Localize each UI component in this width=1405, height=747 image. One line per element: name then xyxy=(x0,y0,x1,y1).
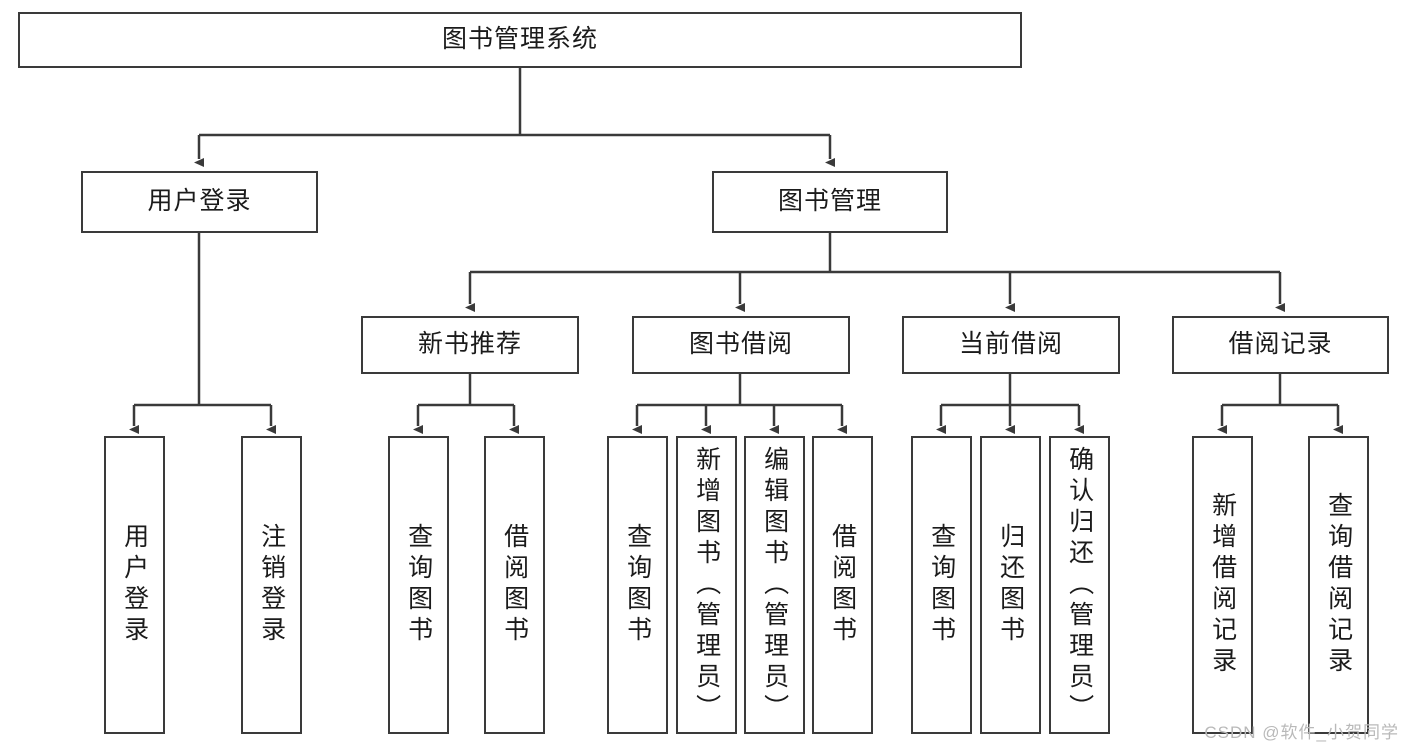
node-label: 新增图书（管理员） xyxy=(692,445,721,725)
node-label: 图书管理 xyxy=(777,187,882,216)
node-label: 用户登录 xyxy=(147,187,252,216)
leaf-user-login-logout[interactable]: 注销登录 xyxy=(241,436,302,734)
node-label: 查询借阅记录 xyxy=(1324,492,1353,678)
node-book-management[interactable]: 图书管理 xyxy=(712,171,948,233)
node-label: 查询图书 xyxy=(623,523,652,647)
node-label: 归还图书 xyxy=(996,523,1025,647)
leaf-user-login-login[interactable]: 用户登录 xyxy=(104,436,165,734)
leaf-borrow-record-query[interactable]: 查询借阅记录 xyxy=(1308,436,1369,734)
leaf-current-borrow-query[interactable]: 查询图书 xyxy=(911,436,972,734)
node-label: 当前借阅 xyxy=(958,330,1063,359)
node-root-book-management-system[interactable]: 图书管理系统 xyxy=(18,12,1022,68)
csdn-watermark: CSDN @软件_小贺同学 xyxy=(1204,723,1399,742)
node-label: 查询图书 xyxy=(404,523,433,647)
leaf-borrow-record-add[interactable]: 新增借阅记录 xyxy=(1192,436,1253,734)
node-label: 图书管理系统 xyxy=(441,25,598,54)
leaf-new-book-borrow[interactable]: 借阅图书 xyxy=(484,436,545,734)
leaf-current-borrow-return[interactable]: 归还图书 xyxy=(980,436,1041,734)
node-label: 查询图书 xyxy=(927,523,956,647)
node-borrow-record[interactable]: 借阅记录 xyxy=(1172,316,1389,374)
node-label: 用户登录 xyxy=(120,523,149,647)
node-label: 借阅图书 xyxy=(500,523,529,647)
node-label: 确认归还（管理员） xyxy=(1065,445,1094,725)
node-label: 新增借阅记录 xyxy=(1208,492,1237,678)
leaf-book-borrow-borrow[interactable]: 借阅图书 xyxy=(812,436,873,734)
node-book-borrow[interactable]: 图书借阅 xyxy=(632,316,850,374)
leaf-book-borrow-edit-admin[interactable]: 编辑图书（管理员） xyxy=(744,436,805,734)
leaf-new-book-query[interactable]: 查询图书 xyxy=(388,436,449,734)
node-current-borrow[interactable]: 当前借阅 xyxy=(902,316,1120,374)
node-label: 图书借阅 xyxy=(688,330,793,359)
leaf-book-borrow-add-admin[interactable]: 新增图书（管理员） xyxy=(676,436,737,734)
leaf-book-borrow-query[interactable]: 查询图书 xyxy=(607,436,668,734)
node-label: 注销登录 xyxy=(257,523,286,647)
leaf-current-borrow-confirm-admin[interactable]: 确认归还（管理员） xyxy=(1049,436,1110,734)
node-user-login[interactable]: 用户登录 xyxy=(81,171,318,233)
node-label: 编辑图书（管理员） xyxy=(760,445,789,725)
node-new-book-recommend[interactable]: 新书推荐 xyxy=(361,316,579,374)
node-label: 借阅图书 xyxy=(828,523,857,647)
node-label: 新书推荐 xyxy=(417,330,522,359)
node-label: 借阅记录 xyxy=(1228,330,1333,359)
